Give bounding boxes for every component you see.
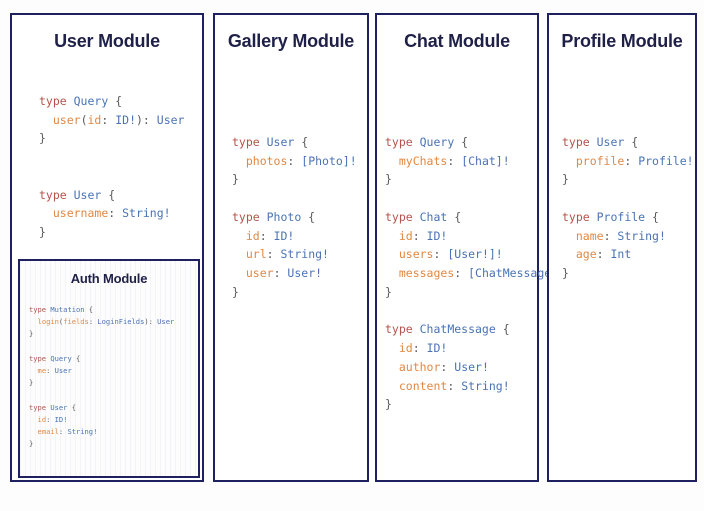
code-block-user: type Query { user(id: ID!): User } type … (39, 94, 185, 240)
module-card-profile[interactable]: Profile Module type User { profile: Prof… (547, 13, 697, 482)
code-block-auth: type Mutation { login(fields: LoginField… (29, 305, 175, 449)
module-title-chat: Chat Module (404, 31, 510, 51)
code-block-chat: type Query { myChats: [Chat]! } type Cha… (385, 135, 566, 412)
module-title-gallery: Gallery Module (227, 31, 355, 51)
module-card-user[interactable]: User Module type Query { user(id: ID!): … (10, 13, 204, 482)
module-card-auth[interactable]: Auth Module type Mutation { login(fields… (18, 259, 200, 478)
module-card-chat[interactable]: Chat Module type Query { myChats: [Chat]… (375, 13, 565, 482)
module-card-gallery[interactable]: Gallery Module type User { photos: [Phot… (213, 13, 369, 482)
code-block-profile: type User { profile: Profile! } type Pro… (562, 135, 694, 281)
module-title-profile: Profile Module (561, 31, 683, 51)
module-title-auth: Auth Module (70, 271, 148, 286)
module-title-user: User Module (54, 31, 160, 51)
code-block-gallery: type User { photos: [Photo]! } type Phot… (232, 135, 357, 299)
